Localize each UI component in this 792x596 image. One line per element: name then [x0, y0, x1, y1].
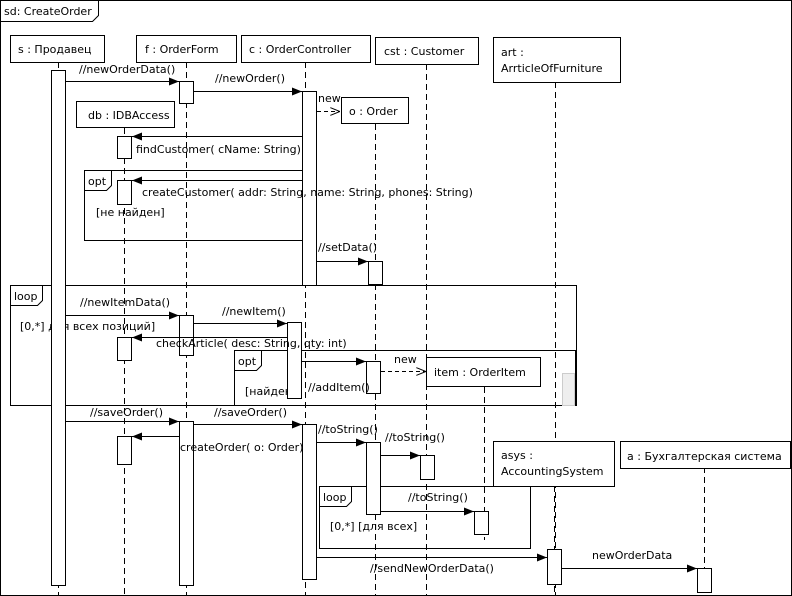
- msg-newOrder-label: //newOrder(): [215, 72, 285, 85]
- msg-saveOrder-1-label: //saveOrder(): [90, 406, 163, 419]
- lifeline-s-label: s : Продавец: [18, 43, 92, 56]
- msg-findCustomer-label: findCustomer( cName: String): [136, 143, 301, 156]
- msg-toString-2-label: //toString(): [385, 431, 445, 444]
- object-item-head[interactable]: [426, 357, 541, 387]
- loop-fragment-1-tab: [10, 285, 43, 306]
- diagram-title: sd: CreateOrder: [4, 5, 92, 18]
- activation-c-2: [287, 322, 302, 399]
- activation-db-1: [117, 136, 132, 159]
- msg-createCustomer-label: createCustomer( addr: String, name: Stri…: [142, 186, 473, 199]
- lifeline-f-label: f : OrderForm: [145, 43, 219, 56]
- msg-createOrder-label: createOrder( o: Order): [180, 441, 303, 454]
- scroll-handle[interactable]: [562, 373, 575, 406]
- object-db-label: db : IDBAccess: [88, 109, 170, 122]
- activation-c-3: [302, 424, 317, 580]
- lifeline-asys-head[interactable]: [493, 441, 615, 487]
- opt-fragment-2-tab: [234, 350, 262, 371]
- msg-newOrderData-label: //newOrderData(): [79, 63, 175, 76]
- activation-f-2: [179, 315, 194, 356]
- opt-fragment-1-operator: opt: [88, 175, 107, 188]
- lifeline-art-label: art :: [501, 46, 524, 59]
- loop-fragment-2-operator: loop: [323, 491, 347, 504]
- diagram-title-tab: [0, 0, 99, 22]
- lifeline-cst-head[interactable]: [375, 37, 479, 65]
- opt-fragment-1-tab: [84, 170, 112, 191]
- loop-fragment-1-guard: [0,*] для всех позиций]: [20, 320, 155, 333]
- lifeline-s-head[interactable]: [10, 35, 105, 63]
- object-o-head[interactable]: [341, 97, 409, 124]
- lifeline-a-head[interactable]: [620, 441, 791, 469]
- lifeline-c-label: c : OrderController: [249, 43, 352, 56]
- lifeline-asys-label: asys :: [501, 449, 533, 462]
- opt-fragment-2-guard: [найден]: [245, 385, 296, 398]
- activation-o-3: [366, 442, 381, 515]
- msg-newItemData-label: //newItemData(): [80, 296, 170, 309]
- object-db-head[interactable]: [76, 101, 175, 128]
- msg-checkArticle-label: checkArticle( desc: String, qty: int): [156, 337, 347, 350]
- msg-sendNewOrderData-label: //sendNewOrderData(): [370, 562, 494, 575]
- lifeline-c-head[interactable]: [241, 35, 371, 63]
- activation-db-4: [117, 436, 132, 465]
- msg-toString-1-label: //toString(): [318, 423, 378, 436]
- activation-item: [474, 511, 489, 535]
- activation-f-3: [179, 421, 194, 586]
- msg-addItem-label: //addItem(): [308, 381, 370, 394]
- lifeline-a-label: a : Бухгалтерская система: [627, 450, 782, 463]
- object-item-label: item : OrderItem: [434, 366, 526, 379]
- lifeline-asys-label2: AccountingSystem: [501, 465, 603, 478]
- activation-o-1: [368, 261, 383, 285]
- msg-new-item-label: new: [394, 353, 417, 366]
- activation-db-3: [117, 337, 132, 361]
- lifeline-art-label2: ArrticleOfFurniture: [501, 62, 603, 75]
- loop-fragment-1-operator: loop: [14, 290, 38, 303]
- msg-saveOrder-2-label: //saveOrder(): [214, 406, 287, 419]
- msg-new-order-label: new: [318, 92, 341, 105]
- activation-a: [697, 568, 712, 593]
- opt-fragment-2-operator: opt: [238, 355, 257, 368]
- activation-asys: [547, 549, 562, 585]
- object-o-label: o : Order: [349, 105, 398, 118]
- loop-fragment-2-guard: [0,*] [для всех]: [330, 520, 417, 533]
- activation-db-2: [117, 180, 132, 205]
- activation-cst: [420, 455, 435, 480]
- lifeline-f-head[interactable]: [136, 35, 237, 63]
- msg-setData-label: //setData(): [318, 241, 377, 254]
- activation-f-1: [179, 81, 194, 104]
- loop-fragment-2-tab: [319, 486, 352, 507]
- activation-s: [51, 70, 66, 586]
- opt-fragment-2: [234, 350, 576, 406]
- msg-newItem-label: //newItem(): [222, 305, 286, 318]
- opt-fragment-1-guard: [не найден]: [96, 206, 165, 219]
- lifeline-art-head[interactable]: [493, 37, 621, 83]
- activation-c-1: [302, 91, 317, 286]
- activation-o-2: [366, 361, 381, 394]
- msg-newOrderData-2-label: newOrderData: [592, 549, 672, 562]
- msg-toString-3-label: //toString(): [408, 491, 468, 504]
- lifeline-cst-label: cst : Customer: [384, 45, 465, 58]
- loop-fragment-2: [319, 486, 531, 549]
